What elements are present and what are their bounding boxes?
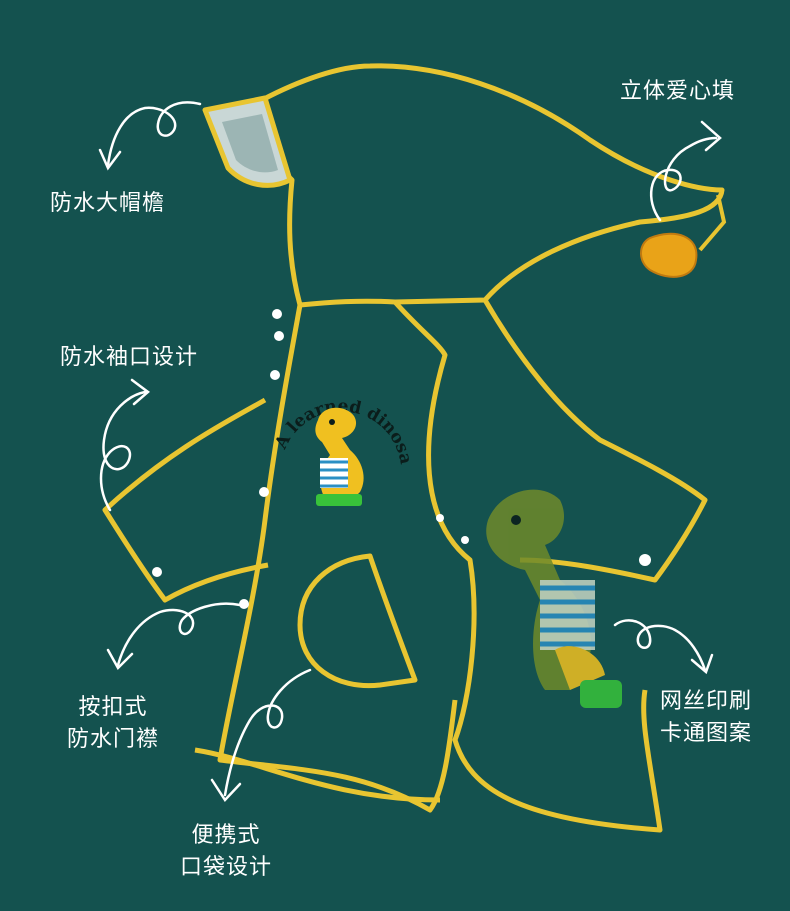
label-placket-line1: 按扣式 — [78, 695, 148, 720]
heart-charm — [640, 194, 727, 278]
label-placket-line2: 防水门襟 — [66, 727, 159, 752]
label-placket: 按扣式 防水门襟 — [58, 692, 168, 756]
label-cuff: 防水袖口设计 — [60, 345, 199, 370]
pocket — [297, 553, 418, 689]
label-pocket-line2: 口袋设计 — [179, 855, 272, 880]
snap-buttons — [152, 309, 651, 609]
hood-visor — [202, 95, 293, 188]
label-visor: 防水大帽檐 — [50, 191, 166, 216]
label-pocket: 便携式 口袋设计 — [166, 820, 286, 884]
raincoat-body — [102, 63, 725, 833]
label-print-line2: 卡通图案 — [659, 721, 752, 746]
label-print-line1: 网丝印刷 — [659, 689, 752, 714]
svg-text:A learned dinosaur: A learned dinosaur — [0, 0, 416, 466]
annotation-arrows — [98, 101, 722, 803]
label-print: 网丝印刷 卡通图案 — [646, 686, 766, 750]
label-heart-fill: 立体爱心填 — [620, 79, 736, 104]
mesh-dinosaur-print — [486, 489, 622, 708]
label-pocket-line1: 便携式 — [191, 823, 261, 848]
